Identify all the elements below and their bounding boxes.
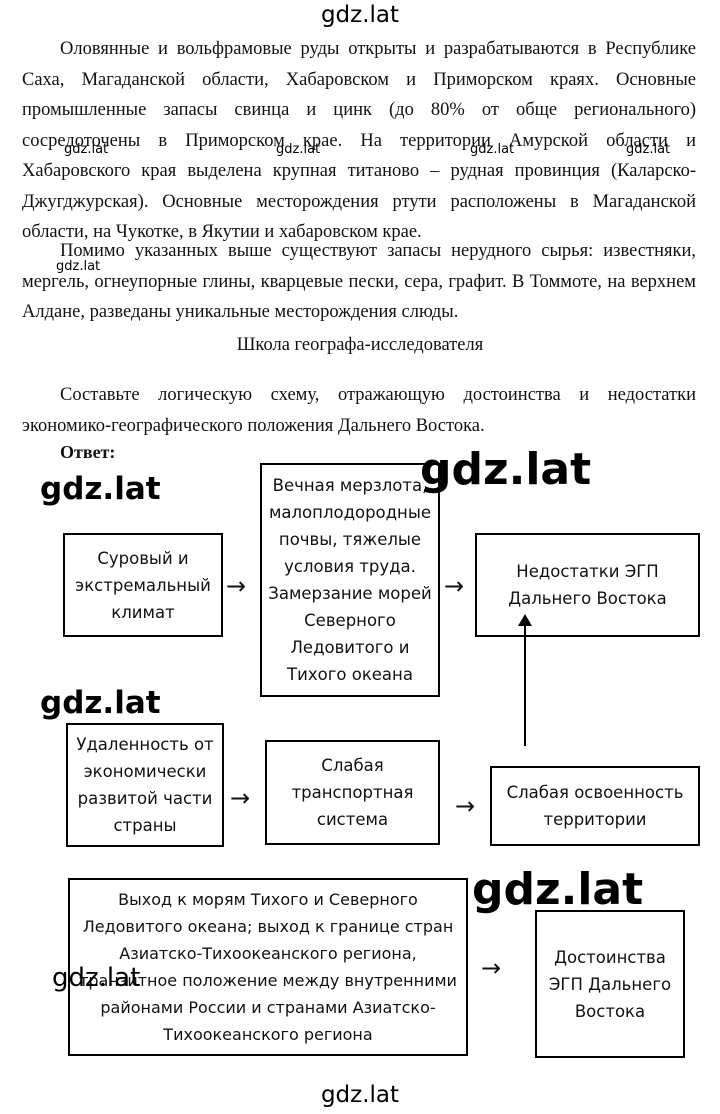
watermark-mid-3: gdz.lat [52, 963, 141, 993]
watermark-top: gdz.lat [320, 2, 400, 28]
paragraph-nonmetal: Помимо указанных выше существуют запасы … [22, 241, 696, 322]
arrow-up-head [518, 614, 532, 626]
box-development: Слабая освоенность территории [490, 766, 700, 846]
box-seas-access: Выход к морям Тихого и Северного Ледовит… [68, 878, 468, 1056]
box-disadvantages: Недостатки ЭГП Дальнего Востока [475, 533, 700, 637]
watermark-small-1: gdz.lat [64, 142, 109, 157]
watermark-mid-2: gdz.lat [40, 685, 161, 721]
arrow-up-shaft [524, 622, 526, 746]
watermark-small-4: gdz.lat [626, 142, 671, 157]
arrow-permafrost-to-disadvantages: → [444, 572, 465, 600]
arrow-seas-to-advantages: → [481, 954, 502, 982]
box-climate: Суровый и экстремальный климат [63, 533, 223, 637]
task-text: Составьте логическую схему, отражающую д… [22, 385, 696, 436]
section-title: Школа географа-исследователя [236, 335, 484, 355]
watermark-small-2: gdz.lat [276, 142, 321, 157]
watermark-big-2: gdz.lat [472, 864, 644, 915]
arrow-climate-to-permafrost: → [226, 572, 247, 600]
box-transport: Слабая транспортная система [265, 740, 440, 845]
paragraph-ores: Оловянные и вольфрамовые руды открыты и … [22, 39, 696, 242]
arrow-remoteness-to-transport: → [230, 784, 251, 812]
watermark-small-3: gdz.lat [470, 142, 515, 157]
answer-label: Ответ: [60, 442, 116, 462]
box-remoteness: Удаленность от экономически развитой час… [66, 723, 224, 847]
watermark-bottom: gdz.lat [320, 1082, 400, 1108]
box-permafrost: Вечная мерзлота, малоплодородные почвы, … [260, 463, 440, 697]
watermark-big-1: gdz.lat [420, 444, 592, 495]
watermark-mid-1: gdz.lat [40, 471, 161, 507]
box-advantages: Достоинства ЭГП Дальнего Востока [535, 910, 685, 1058]
watermark-small-5: gdz.lat [56, 259, 101, 274]
arrow-transport-to-development: → [455, 792, 476, 820]
